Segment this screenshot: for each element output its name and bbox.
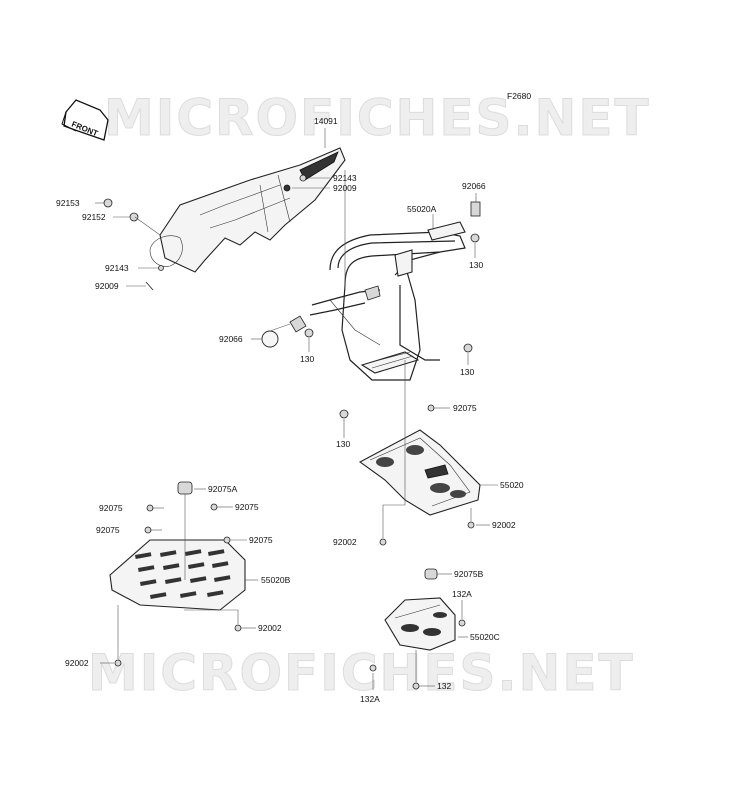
- label-130-r2: 130: [460, 367, 474, 377]
- label-92075-c: 92075: [96, 525, 120, 535]
- bolt-132-icon: [412, 682, 420, 690]
- label-55020: 55020: [500, 480, 524, 490]
- spring-92066-icon: [470, 201, 481, 217]
- label-92066-right: 92066: [462, 181, 486, 191]
- hardware: [103, 174, 481, 690]
- collar-92075-r-icon: [427, 404, 435, 412]
- watermark-bottom: MICROFICHES.NET: [88, 644, 635, 702]
- label-55020B: 55020B: [261, 575, 291, 585]
- collar-92075B-icon: [424, 568, 438, 580]
- label-92143-top: 92143: [333, 173, 357, 183]
- bolt-130-low-icon: [339, 409, 349, 419]
- label-132A-top: 132A: [452, 589, 472, 599]
- collar-92075-b-icon: [210, 503, 218, 511]
- collar-92075-d-icon: [223, 536, 231, 544]
- label-92075-b: 92075: [235, 502, 259, 512]
- label-130-low: 130: [336, 439, 350, 449]
- collar-92075A-icon: [177, 481, 193, 495]
- bolt-92002-b2-icon: [114, 659, 122, 667]
- grommet-92143-left-icon: [158, 265, 164, 271]
- skid-plate-55020C: [384, 597, 456, 651]
- collar-92152-icon: [129, 212, 139, 222]
- label-55020A: 55020A: [407, 204, 437, 214]
- label-92066-left: 92066: [219, 334, 243, 344]
- fender-guard-14091: [149, 147, 346, 273]
- part-labels: 14091 92143 92009 92153 92152 92143 9200…: [56, 116, 524, 704]
- label-130-r1: 130: [469, 260, 483, 270]
- grommet-92143-top-icon: [299, 174, 307, 182]
- bumper-frame-55020A: [289, 221, 466, 381]
- label-132A-bot: 132A: [360, 694, 380, 704]
- skid-plate-55020B: [109, 539, 246, 611]
- label-92002-m2: 92002: [492, 520, 516, 530]
- bolt-92153-icon: [103, 198, 113, 208]
- bolt-130-r2-icon: [463, 343, 473, 353]
- label-92009-left: 92009: [95, 281, 119, 291]
- label-92075-r: 92075: [453, 403, 477, 413]
- clip-92009-top-icon: [283, 184, 291, 192]
- bolt-92002-m2-icon: [467, 521, 475, 529]
- label-92152: 92152: [82, 212, 106, 222]
- label-92075A: 92075A: [208, 484, 238, 494]
- label-55020C: 55020C: [470, 632, 500, 642]
- bolt-92002-b1-icon: [234, 624, 242, 632]
- label-92075B: 92075B: [454, 569, 484, 579]
- label-14091: 14091: [314, 116, 338, 126]
- front-arrow-icon: FRONT: [61, 99, 109, 141]
- label-92143-left: 92143: [105, 263, 129, 273]
- skid-plate-55020: [358, 429, 481, 516]
- watermark-top: MICROFICHES.NET: [104, 89, 651, 147]
- label-92075-a: 92075: [99, 503, 123, 513]
- bolt-130-mid-icon: [304, 328, 314, 338]
- label-92075-d: 92075: [249, 535, 273, 545]
- label-92009-top: 92009: [333, 183, 357, 193]
- bolt-92002-m1-icon: [379, 538, 387, 546]
- figure-code: F2680: [507, 91, 531, 101]
- label-92002-b1: 92002: [258, 623, 282, 633]
- clip-92009-left-icon: [145, 281, 154, 291]
- bolt-132A-top-icon: [458, 619, 466, 627]
- bolt-132A-bot-icon: [369, 664, 377, 672]
- leader-lines: [95, 128, 498, 690]
- label-130-mid: 130: [300, 354, 314, 364]
- cap-92066-icon: [261, 330, 279, 348]
- bolt-130-r1-icon: [470, 233, 480, 243]
- label-92002-m1: 92002: [333, 537, 357, 547]
- label-92153: 92153: [56, 198, 80, 208]
- label-132: 132: [437, 681, 451, 691]
- label-92002-b2: 92002: [65, 658, 89, 668]
